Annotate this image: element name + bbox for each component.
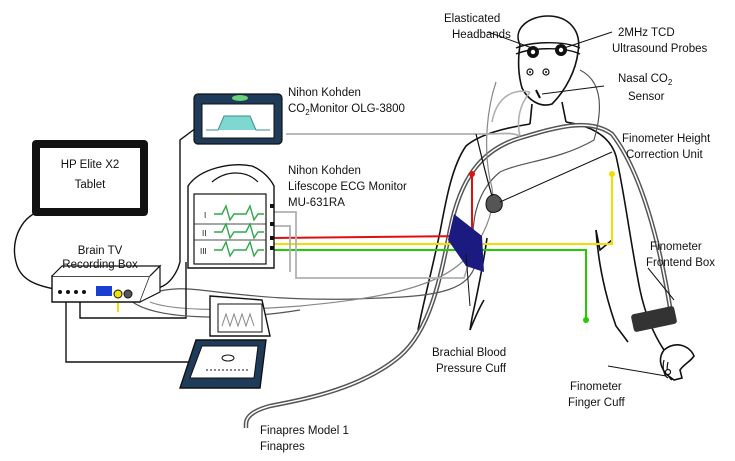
ecg-lead-label-i: I (204, 211, 206, 220)
patient-face (526, 68, 550, 76)
finger-cuff-label-line1: Finometer (570, 381, 622, 393)
tablet-icon (32, 140, 148, 216)
patient-torso-right (595, 229, 613, 252)
ecg-monitor-label-line3: MU-631RA (288, 197, 345, 209)
ecg-monitor-label-line2: Lifescope ECG Monitor (288, 181, 407, 193)
patient-right-arm-inner (595, 229, 629, 343)
finger-cuff-label-line2: Finger Cuff (568, 397, 625, 409)
brain-tv-label-line2: Recording Box (62, 259, 138, 271)
co2-sensor-label-line2: Sensor (628, 91, 665, 103)
headbands-label-line1: Elasticated (444, 13, 500, 25)
height-correction-cable (475, 133, 493, 197)
patient-hand (659, 344, 695, 381)
finapres-to-box-cable (65, 298, 196, 363)
tablet-cable (13, 209, 61, 291)
frontend-box-label-line2: Frontend Box (646, 257, 715, 269)
ecg-wave-iii (214, 240, 264, 258)
brachial-cuff (448, 214, 484, 272)
ecg-monitor-icon (187, 164, 275, 269)
headbands-label-line2: Headbands (452, 29, 511, 41)
ecg-wave-i (214, 204, 264, 222)
finapres-waveform (221, 312, 255, 328)
tcd-label-line2: Ultrasound Probes (612, 43, 707, 55)
nasal-co2-sensor (535, 89, 541, 99)
frontend-box (631, 306, 677, 332)
co2-sensor-label-line1: Nasal CO2 (618, 73, 673, 87)
tablet-label-line2: Tablet (75, 179, 106, 191)
pointer-lines (465, 31, 675, 377)
co2-monitor-label-line1: Nihon Kohden (288, 87, 361, 99)
tablet-label-line1: HP Elite X2 (61, 159, 120, 171)
ecg-lead-label-ii: II (202, 229, 206, 238)
ecg-gray-line (272, 211, 469, 279)
patient-torso-left (469, 299, 485, 331)
brain-tv-label-line1: Brain TV (78, 245, 123, 257)
ecg-monitor-label-line1: Nihon Kohden (288, 165, 361, 177)
ecg-lead-green (272, 249, 587, 318)
co2-monitor-line (286, 132, 521, 137)
nasal-co2-tubing (491, 90, 531, 137)
finapres-icon (179, 295, 271, 389)
ecg-to-box-cable (79, 262, 187, 319)
recording-box-icon (51, 264, 162, 303)
elasticated-headbands (515, 42, 581, 55)
finometer-cable-inner (245, 124, 673, 428)
monitor-icon (193, 93, 283, 145)
finger-cuff (662, 359, 673, 381)
height-correction-unit (485, 193, 503, 213)
finapres-label-line2: Finapres (260, 441, 305, 453)
frontend-to-box-cable (127, 297, 301, 318)
ecg-gray-line-2 (272, 225, 291, 272)
frontend-box-label-line1: Finometer (650, 241, 702, 253)
height-unit-label-line2: Correction Unit (626, 149, 703, 161)
patient-left-arm-inner (469, 237, 488, 331)
ecg-lead-yellow (272, 176, 613, 245)
tcd-probe-icon (527, 44, 567, 58)
bp-cuff-label-line2: Pressure Cuff (436, 363, 507, 375)
tcd-label-line1: 2MHz TCD (618, 27, 675, 39)
bp-cuff-label-line1: Brachial Blood (432, 347, 506, 359)
finapres-label-line1: Finapres Model 1 (260, 425, 349, 437)
height-unit-label-line1: Finometer Height (622, 133, 711, 145)
patient-neck (529, 101, 567, 125)
ecg-wave-ii (214, 222, 264, 240)
ecg-lead-label-iii: III (200, 247, 207, 256)
patient-head (517, 15, 580, 106)
co2-monitor-label-line2: CO2Monitor OLG-3800 (288, 103, 405, 117)
co2-waveform (206, 115, 270, 131)
